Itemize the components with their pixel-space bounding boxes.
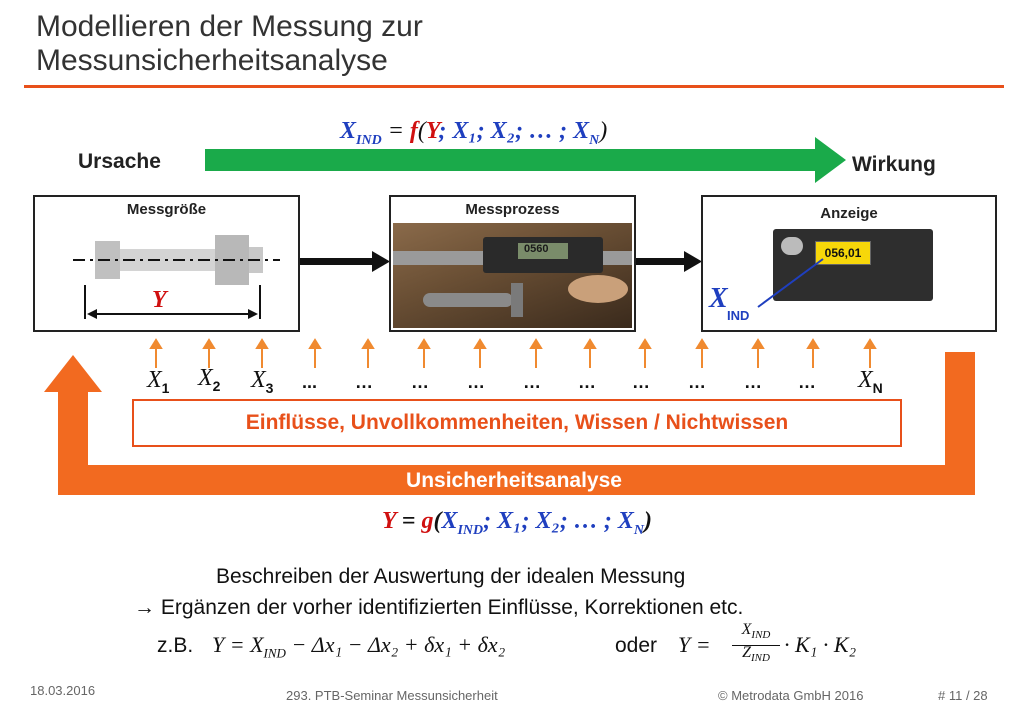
example-eq1-lhs: Y: [212, 632, 225, 657]
example-eq1-sub: IND: [263, 645, 286, 661]
ellipsis-2: …: [355, 372, 373, 392]
influence-arrows: [149, 338, 877, 368]
influences-box: Einflüsse, Unvollkommenheiten, Wissen / …: [132, 399, 902, 447]
footer-seminar: 293. PTB-Seminar Messunsicherheit: [286, 688, 498, 703]
formula-top-args: ; X₁; X₂; … ; X: [438, 118, 590, 144]
box-anzeige-label: Anzeige: [820, 205, 878, 222]
connector-arrow-2-head: [684, 251, 702, 272]
example-fraction-numerator: XIND: [732, 620, 780, 647]
formula-measurement-model: XIND = f(Y; X₁; X₂; … ; XN): [340, 118, 607, 149]
input-x1-letter: X: [147, 367, 162, 393]
box-messgroesse-label: Messgröße: [126, 201, 207, 218]
connector-arrow-2-shaft: [636, 258, 684, 265]
ellipsis-8: …: [688, 372, 706, 392]
influences-text: Einflüsse, Unvollkommenheiten, Wissen / …: [245, 411, 789, 434]
formula-top-lhs: X: [340, 118, 357, 144]
formula-bottom-g: g: [421, 508, 434, 534]
example-eq2-rest: · K₁ · K₂: [784, 632, 857, 657]
ellipsis-5: …: [523, 372, 541, 392]
formula-bottom-eq: =: [395, 508, 422, 534]
caliper-display-value: 0560: [524, 243, 549, 255]
input-x1-sub: 1: [161, 379, 170, 396]
example-or: oder: [615, 634, 658, 657]
example-eq1-rest: − Δx₁ − Δx₂ + δx₁ + δx₂: [285, 632, 506, 657]
example-frac-num: X: [741, 621, 752, 638]
description-line-1: Beschreiben der Auswertung der idealen M…: [216, 565, 686, 588]
example-eq2-lhs: Y =: [678, 632, 711, 657]
input-x2: X2: [198, 365, 220, 394]
display-value: 056,01: [815, 241, 871, 265]
formula-bottom-args: ; X₁; X₂; … ; X: [483, 508, 634, 534]
ellipsis-10: …: [798, 372, 816, 392]
brand-logo: [781, 237, 803, 255]
caliper-illustration: [393, 237, 632, 317]
cause-effect-arrow: [205, 137, 846, 183]
xind-symbol: X: [709, 283, 728, 315]
example-fraction-denominator: ZIND: [732, 643, 780, 668]
y-symbol: Y: [152, 287, 167, 313]
formula-top-eq: =: [381, 118, 410, 144]
box-messgroesse: Messgröße Y: [33, 195, 300, 332]
cause-label: Ursache: [78, 150, 161, 173]
formula-top-open: (: [417, 118, 426, 144]
input-x2-sub: 2: [212, 377, 221, 394]
description-line-2: → Ergänzen der vorher identifizierten Ei…: [134, 596, 744, 619]
box-connector-arrows: [300, 251, 702, 272]
page-title: Modellieren der Messung zur Messunsicher…: [36, 10, 736, 78]
input-x1: X1: [147, 367, 169, 396]
formula-top-f: f: [409, 118, 418, 144]
formula-top-close: ): [599, 118, 608, 144]
xind-symbol-letter: X: [709, 283, 728, 314]
example-prefix: z.B.: [157, 634, 194, 657]
ellipsis-1: ...: [302, 372, 318, 392]
formula-evaluation-model: Y = g(XIND; X₁; X₂; … ; XN): [382, 508, 652, 539]
uncertainty-analysis-label: Unsicherheitsanalyse: [406, 469, 622, 492]
example-frac-den-sub: IND: [750, 652, 770, 665]
effect-label: Wirkung: [852, 153, 936, 176]
ellipsis-6: …: [578, 372, 596, 392]
title-underline: [24, 85, 1004, 88]
ellipsis-7: …: [632, 372, 650, 392]
box-messprozess-label: Messprozess: [465, 201, 560, 218]
example-frac-num-sub: IND: [751, 629, 771, 642]
formula-bottom-xind: X: [441, 508, 458, 534]
formula-bottom-args-sub: N: [633, 522, 645, 538]
title-line-2: Messunsicherheitsanalyse: [36, 44, 388, 77]
title-line-1: Modellieren der Messung zur: [36, 10, 423, 43]
ellipsis-9: …: [744, 372, 762, 392]
formula-top-args-sub: N: [589, 132, 600, 148]
connector-arrow-1-head: [372, 251, 390, 272]
formula-bottom-xind-sub: IND: [457, 522, 484, 538]
formula-bottom-open: (: [433, 508, 442, 534]
formula-bottom-close: ): [644, 508, 653, 534]
footer-page-number: # 11 / 28: [938, 688, 988, 703]
box-messprozess: Messprozess 0560: [389, 195, 636, 332]
input-x3-sub: 3: [265, 379, 274, 396]
footer-copyright: © Metrodata GmbH 2016: [718, 688, 864, 703]
footer-date: 18.03.2016: [30, 683, 96, 698]
xind-subscript: IND: [727, 308, 750, 323]
ellipsis-3: …: [411, 372, 429, 392]
workpiece-drawing: [73, 235, 280, 319]
connector-arrow-1-shaft: [300, 258, 372, 265]
display-device: 056,01: [773, 229, 933, 301]
input-xn: XN: [858, 367, 883, 396]
input-xn-letter: X: [858, 367, 873, 393]
input-x3-letter: X: [251, 367, 266, 393]
example-eq1-rhs: = X: [224, 632, 264, 657]
formula-top-y: Y: [425, 118, 439, 144]
formula-bottom-lhs: Y: [382, 508, 396, 534]
box-anzeige: Anzeige 056,01 X IND: [701, 195, 997, 332]
formula-top-lhs-sub: IND: [356, 132, 382, 148]
ellipsis-4: …: [467, 372, 485, 392]
input-x2-letter: X: [198, 365, 213, 391]
caliper-photo: 0560: [393, 223, 632, 328]
input-xn-sub: N: [872, 379, 883, 396]
input-x3: X3: [251, 367, 273, 396]
uncertainty-loop-arrow: [44, 352, 975, 495]
display-pointer: [757, 258, 824, 308]
example-equation-1: Y = XIND − Δx₁ − Δx₂ + δx₁ + δx₂: [212, 632, 505, 661]
example-frac-den: Z: [742, 644, 751, 661]
